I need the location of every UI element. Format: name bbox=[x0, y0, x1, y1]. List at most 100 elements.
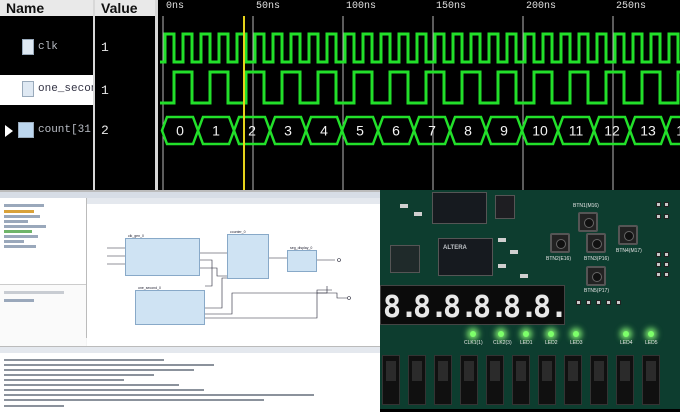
tree-item[interactable] bbox=[4, 245, 36, 248]
header-pin bbox=[664, 202, 669, 207]
bus-value-label: 3 bbox=[284, 123, 292, 139]
push-button-2[interactable] bbox=[550, 233, 570, 253]
header-pin bbox=[656, 272, 661, 277]
bus-value-label: 8 bbox=[464, 123, 472, 139]
smd-part bbox=[498, 238, 506, 242]
bus-value-label: 9 bbox=[500, 123, 508, 139]
slide-switch[interactable] bbox=[382, 355, 400, 405]
console-tab-bar[interactable] bbox=[0, 347, 380, 353]
ip-block-clk-gen[interactable]: clk_gen_0 bbox=[125, 234, 200, 276]
tree-item[interactable] bbox=[4, 210, 34, 213]
bus-value-label: 7 bbox=[428, 123, 436, 139]
bus-segment bbox=[664, 115, 680, 146]
tree-item[interactable] bbox=[4, 204, 44, 207]
bus-value-label: 11 bbox=[569, 123, 584, 139]
bus-value-label: 1 bbox=[212, 123, 220, 139]
tree-item[interactable] bbox=[4, 215, 40, 218]
signal-name: one_second bbox=[38, 83, 93, 95]
smd-part bbox=[498, 264, 506, 268]
properties-panel[interactable] bbox=[0, 284, 86, 347]
signal-row-clk[interactable]: clk bbox=[0, 33, 93, 63]
log-line bbox=[4, 405, 64, 407]
bus-value-label: 13 bbox=[640, 123, 656, 139]
push-button-3[interactable] bbox=[586, 233, 606, 253]
diagram-tab[interactable] bbox=[87, 198, 380, 204]
ruler-tick-label: 0ns bbox=[166, 1, 185, 12]
ip-block-one-second[interactable]: one_second_0 bbox=[135, 286, 205, 325]
tree-item[interactable] bbox=[4, 225, 46, 228]
signal-name-column: Name clk one_second count[31:0] bbox=[0, 0, 93, 190]
header-pin bbox=[664, 262, 669, 267]
header-pin bbox=[664, 272, 669, 277]
signal-name: clk bbox=[38, 41, 58, 53]
push-button-5[interactable] bbox=[586, 266, 606, 286]
value-column-header[interactable]: Value bbox=[95, 0, 155, 16]
signal-value: 1 bbox=[101, 83, 109, 98]
header-pin bbox=[576, 300, 581, 305]
slide-switch[interactable] bbox=[486, 355, 504, 405]
block-design-canvas[interactable]: clk_gen_0 one_second_0 counter_0 seg_dis… bbox=[87, 198, 380, 346]
display-digit: 8. bbox=[443, 290, 478, 325]
tcl-console-panel[interactable] bbox=[0, 346, 380, 412]
led-indicator bbox=[498, 331, 504, 337]
memory-chip bbox=[432, 192, 487, 224]
led-indicator bbox=[470, 331, 476, 337]
smd-part bbox=[400, 204, 408, 208]
slide-switch[interactable] bbox=[590, 355, 608, 405]
slide-switch[interactable] bbox=[616, 355, 634, 405]
one-second-waveform bbox=[160, 70, 680, 105]
name-column-header[interactable]: Name bbox=[0, 0, 93, 16]
bus-value-label: 12 bbox=[604, 123, 620, 139]
small-ic bbox=[495, 195, 515, 219]
header-pin bbox=[656, 262, 661, 267]
signal-icon bbox=[22, 39, 34, 55]
slide-switch[interactable] bbox=[538, 355, 556, 405]
slide-switch[interactable] bbox=[564, 355, 582, 405]
fpga-board-photo: ALTERA BTN1(M16) BTN2(E16) BTN3(P16) BTN… bbox=[380, 190, 680, 409]
ip-block-seg-display[interactable]: seg_display_0 bbox=[287, 246, 317, 272]
expand-arrow-icon[interactable] bbox=[5, 125, 13, 137]
header-pin bbox=[656, 252, 661, 257]
tree-item[interactable] bbox=[4, 240, 24, 243]
slide-switch[interactable] bbox=[408, 355, 426, 405]
header-pin bbox=[664, 214, 669, 219]
tree-item[interactable] bbox=[4, 235, 38, 238]
column-divider[interactable] bbox=[93, 0, 96, 190]
ip-block-counter[interactable]: counter_0 bbox=[227, 230, 269, 279]
signal-value-column: Value 1 1 2 bbox=[95, 0, 155, 190]
regulator-chip bbox=[390, 245, 420, 273]
log-line bbox=[4, 399, 264, 401]
tree-item[interactable] bbox=[4, 220, 28, 223]
smd-part bbox=[510, 250, 518, 254]
seven-segment-display: 8. 8. 8. 8. 8. 8. bbox=[380, 285, 568, 325]
slide-switch[interactable] bbox=[460, 355, 478, 405]
bus-value-label: 5 bbox=[356, 123, 364, 139]
slide-switch[interactable] bbox=[512, 355, 530, 405]
block-connections bbox=[107, 247, 351, 319]
push-button-1[interactable] bbox=[578, 212, 598, 232]
signal-row-count[interactable]: count[31:0] bbox=[0, 116, 93, 146]
signal-icon bbox=[22, 81, 34, 97]
signal-value: 2 bbox=[101, 123, 109, 138]
header-pin bbox=[586, 300, 591, 305]
waveform-traces: 01234567891011121314 bbox=[160, 0, 680, 190]
log-line bbox=[4, 364, 214, 366]
log-line bbox=[4, 359, 164, 361]
signal-row-one-second[interactable]: one_second bbox=[0, 75, 93, 105]
bus-value-label: 6 bbox=[392, 123, 400, 139]
display-digit: 8. bbox=[533, 290, 568, 325]
column-divider[interactable] bbox=[155, 0, 158, 190]
waveform-canvas[interactable]: 01234567891011121314 0ns50ns100ns150ns20… bbox=[160, 0, 680, 190]
slide-switch[interactable] bbox=[642, 355, 660, 405]
clk-waveform bbox=[160, 32, 680, 64]
fpga-chip: ALTERA bbox=[438, 238, 493, 276]
header-pin bbox=[664, 252, 669, 257]
slide-switch[interactable] bbox=[434, 355, 452, 405]
panel-tab-bar[interactable] bbox=[4, 291, 64, 294]
led-indicator bbox=[623, 331, 629, 337]
push-button-4[interactable] bbox=[618, 225, 638, 245]
log-line bbox=[4, 384, 179, 386]
tree-item[interactable] bbox=[4, 230, 32, 233]
led-indicator bbox=[523, 331, 529, 337]
